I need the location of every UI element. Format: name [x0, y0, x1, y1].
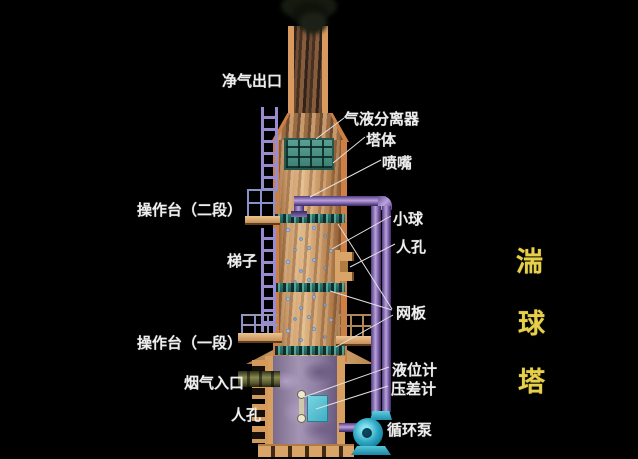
flue-gas-inlet-pipe: [238, 371, 280, 387]
packing-balls-zone-1: [281, 224, 339, 283]
label-nozzle: 喷嘴: [382, 155, 413, 172]
upper-ladder: [261, 107, 278, 191]
mid-ladder: [261, 228, 276, 332]
mesh-plate-1: [275, 214, 345, 223]
label-differential-pressure-gauge: 压差计: [391, 381, 437, 398]
pump-base: [351, 446, 391, 455]
platform-stage1-left-plank: [238, 333, 282, 343]
mesh-plate-2: [275, 283, 345, 292]
label-liquid-level-gauge: 液位计: [392, 362, 438, 379]
tower-body: [273, 138, 347, 362]
label-mesh-plate: 网板: [396, 305, 427, 322]
platform-stage1-left-railing: [241, 314, 278, 334]
pump-suction-pipe: [339, 423, 365, 432]
platform-stage1-right-railing: [338, 314, 371, 337]
level-gauge-tube: [299, 395, 304, 422]
outlet-stack: [288, 26, 328, 116]
pump-inlet-flange: [370, 411, 392, 420]
diagram-title-char: 湍: [516, 247, 543, 277]
label-platform-stage2: 操作台（二段）: [137, 202, 243, 219]
riser-pipe-2: [382, 206, 391, 412]
manhole-upper-body: [340, 261, 348, 272]
mesh-plate-3: [275, 346, 345, 355]
label-flue-gas-inlet: 烟气入口: [184, 375, 245, 392]
platform-stage2-plank: [245, 216, 280, 225]
level-gauge-top-fitting: [297, 390, 306, 399]
diagram-title-char: 球: [518, 309, 545, 339]
label-clean-gas-outlet: 净气出口: [222, 73, 283, 90]
nozzle-tip: [291, 211, 307, 217]
level-gauge-bottom-fitting: [297, 414, 306, 423]
manhole-upper-stub: [340, 272, 354, 281]
platform-stage1-right-plank: [336, 336, 376, 346]
pump-eye: [362, 428, 372, 438]
gas-liquid-separator-grid: [284, 138, 334, 170]
smoke-plume: [299, 12, 327, 34]
spray-feed-pipe: [294, 196, 386, 206]
label-gas-liquid-separator: 气液分离器: [344, 111, 420, 128]
label-ladder: 梯子: [227, 253, 258, 270]
manhole-upper-stub: [340, 252, 354, 261]
manhole-upper-flange: [335, 250, 340, 283]
label-small-balls: 小球: [393, 211, 424, 228]
circulation-pump-body: [353, 418, 383, 448]
foundation-base: [258, 444, 354, 457]
riser-pipe-1: [371, 206, 381, 414]
packing-balls-zone-2: [281, 293, 339, 346]
platform-stage2-railing: [247, 189, 277, 216]
diagram-title-char: 塔: [518, 367, 545, 397]
label-tower-body: 塔体: [366, 132, 397, 149]
label-manhole-lower: 人孔: [231, 407, 262, 424]
label-circulation-pump: 循环泵: [387, 422, 433, 439]
label-manhole-upper: 人孔: [396, 239, 427, 256]
label-platform-stage1: 操作台（一段）: [137, 335, 243, 352]
